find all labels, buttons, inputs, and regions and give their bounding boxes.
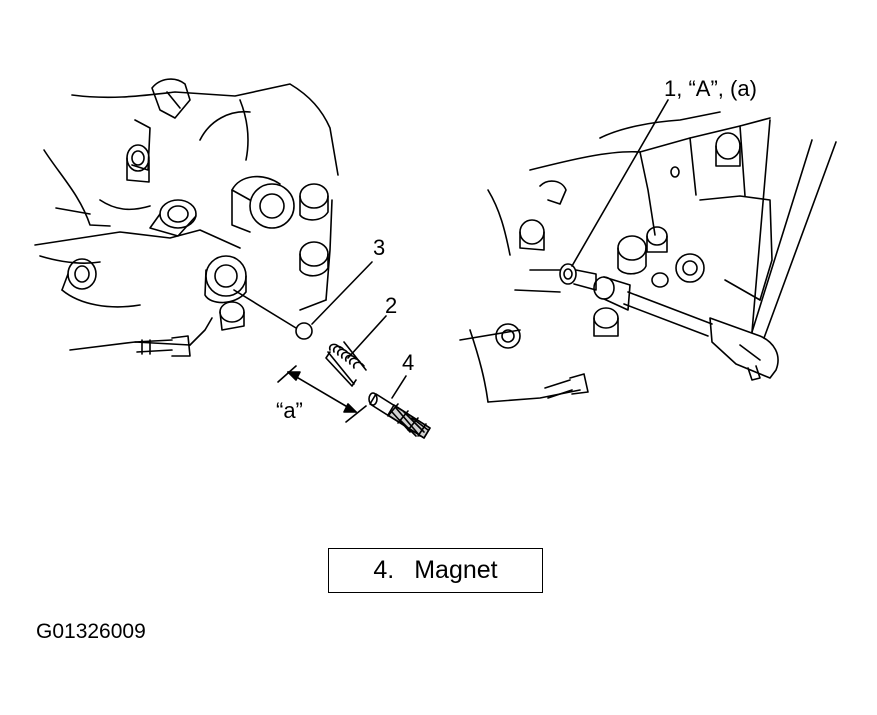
installed-seal bbox=[559, 263, 577, 285]
callout-3: 3 bbox=[373, 235, 385, 260]
detent-spring bbox=[325, 341, 367, 387]
legend-box: 4. Magnet bbox=[328, 548, 543, 593]
socket-to-ball-line bbox=[233, 289, 297, 329]
legend-label: Magnet bbox=[414, 556, 498, 584]
dimension-a bbox=[277, 365, 367, 423]
leader-line-4 bbox=[391, 375, 407, 399]
callout-2: 2 bbox=[385, 293, 397, 318]
dimension-a-label: “a” bbox=[276, 398, 303, 423]
leader-line-1 bbox=[571, 99, 669, 267]
right-transmission-case bbox=[459, 111, 773, 403]
legend-number: 4. bbox=[373, 556, 395, 584]
callout-1-a-a: 1, “A”, (a) bbox=[664, 76, 757, 101]
installer-tool bbox=[573, 119, 837, 381]
leader-line-2 bbox=[347, 315, 387, 359]
left-transmission-case bbox=[34, 78, 339, 357]
detent-ball bbox=[295, 322, 313, 340]
magnet bbox=[368, 392, 431, 439]
figure-id: G01326009 bbox=[36, 620, 146, 643]
leader-line-3 bbox=[311, 261, 373, 325]
callout-4: 4 bbox=[402, 350, 414, 375]
